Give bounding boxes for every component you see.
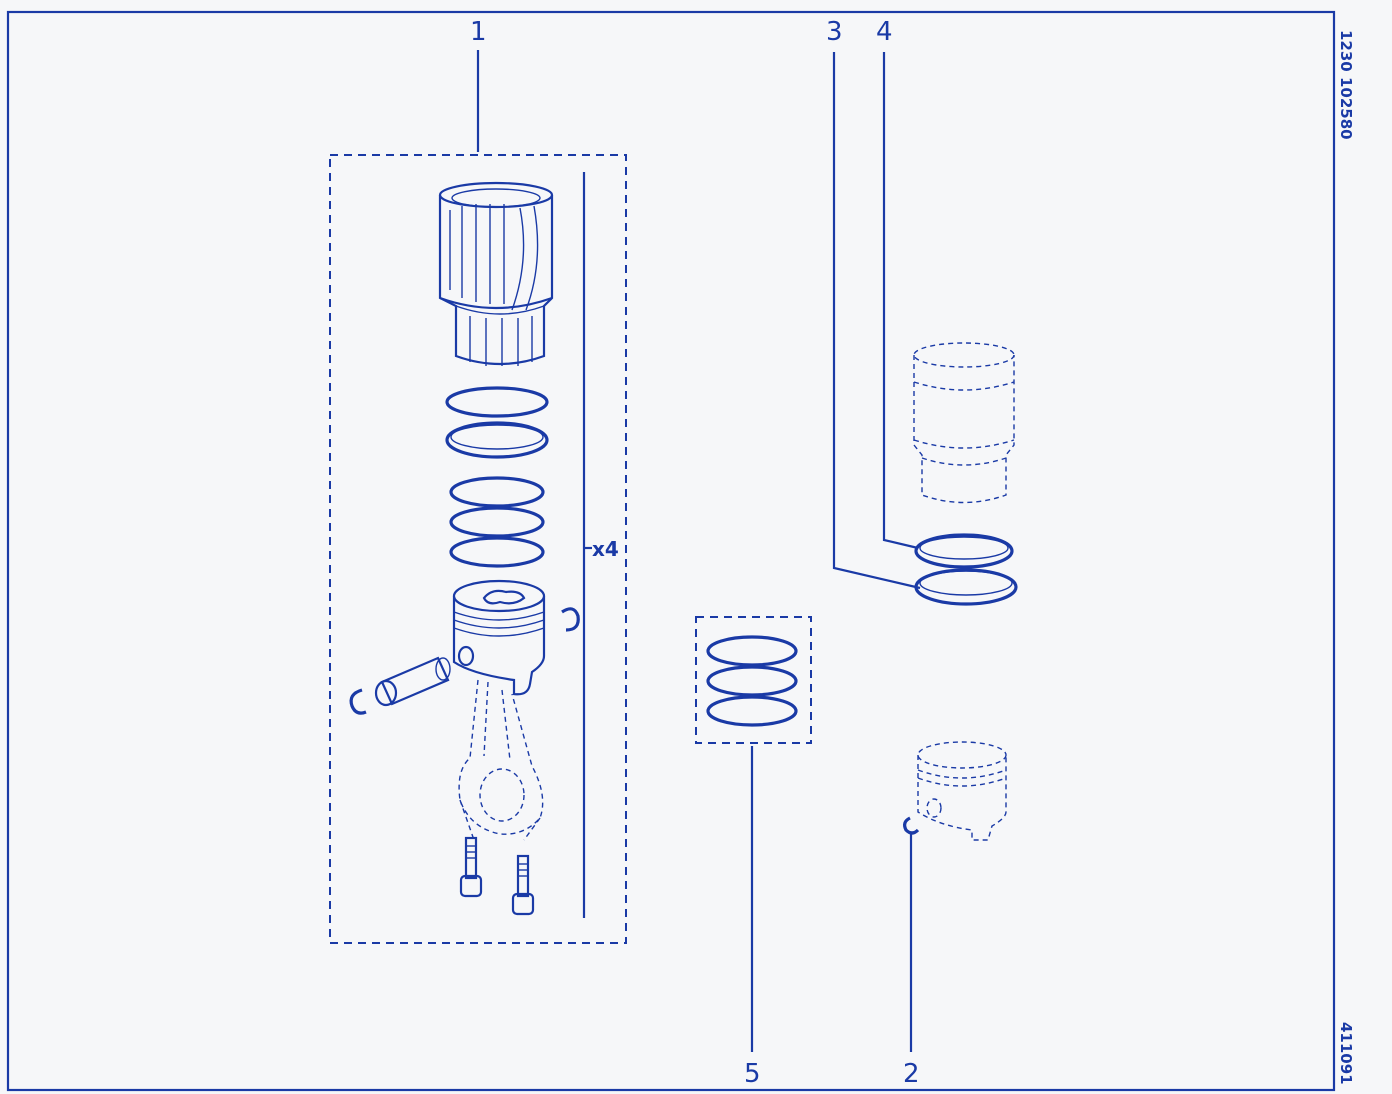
piston-ring-set-icon [706,635,798,727]
connecting-rod-icon [458,679,544,841]
circlip-icon [349,688,367,715]
rod-bolt-icon [511,854,535,916]
piston-rings-icon [449,476,545,568]
leader-line-3 [832,52,921,590]
diagram-frame [6,10,1336,1092]
circlip-icon [561,607,580,632]
piston-icon [452,579,546,696]
piston-pin-icon [374,656,451,707]
kit-boundary-1 [329,154,627,944]
leader-line-4 [882,52,919,550]
liner-seal-rings-reference-icon [914,533,1018,606]
liner-seal-ring-icon [445,386,549,459]
quantity-label: x4 [592,537,619,561]
rod-bolt-icon [459,836,483,898]
cylinder-liner-reference-icon [913,342,1015,504]
cylinder-liner-icon [438,181,554,366]
callout-4: 4 [876,17,893,47]
callout-3: 3 [826,17,843,47]
side-reference-top: 1230 102580 [1337,30,1355,140]
piston-reference-icon [917,741,1007,841]
callout-5: 5 [744,1059,761,1089]
callout-1: 1 [470,17,487,47]
callout-2: 2 [903,1059,920,1089]
kit-boundary-5 [695,616,812,744]
side-reference-bottom: 411091 [1337,1022,1355,1085]
circlip-reference-icon [903,816,920,835]
